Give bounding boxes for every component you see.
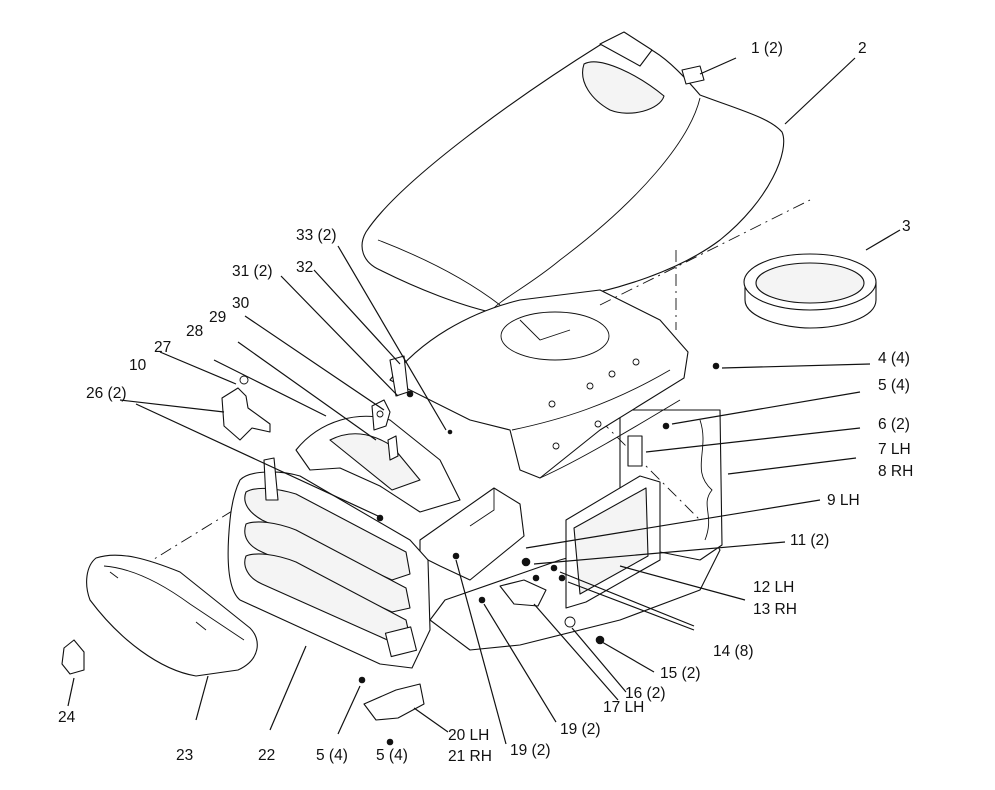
part-22-grille	[227, 457, 431, 669]
callout-14: 14 (8)	[713, 643, 754, 660]
callout-5: 5 (4)	[878, 377, 910, 394]
callout-24: 24	[58, 709, 76, 726]
callout-11: 11 (2)	[790, 532, 829, 549]
callout-12: 12 LH	[753, 579, 794, 596]
callout-8: 8 RH	[878, 463, 913, 480]
callout-26: 26 (2)	[86, 385, 127, 402]
callout-16: 16 (2)	[625, 685, 666, 702]
part-32-hood-frame	[389, 199, 811, 479]
callout-30: 30	[232, 295, 250, 312]
callout-23: 23	[176, 747, 193, 764]
hardware-fasteners	[358, 362, 720, 746]
callout-21: 21 RH	[448, 748, 492, 765]
callout-31: 31 (2)	[232, 263, 273, 280]
callout-1: 1 (2)	[751, 40, 783, 57]
part-24-decal	[61, 639, 85, 675]
callout-32: 32	[296, 259, 313, 276]
callout-2: 2	[858, 40, 867, 57]
callout-labels: 1 (2) 2 3 4 (4) 5 (4) 6 (2) 7 LH 8 RH 9 …	[58, 40, 913, 765]
callout-6: 6 (2)	[878, 416, 910, 433]
callout-13: 13 RH	[753, 601, 797, 618]
part-20-21-bracket	[363, 683, 425, 721]
callout-33: 33 (2)	[296, 227, 337, 244]
callout-17: 17 LH	[603, 699, 644, 716]
callout-9: 9 LH	[827, 492, 860, 509]
part-10-27-bracket	[221, 375, 271, 441]
callout-4: 4 (4)	[878, 350, 910, 367]
leader-lines	[67, 57, 901, 745]
part-1-hood-bumper	[681, 65, 705, 85]
callout-5c: 5 (4)	[376, 747, 408, 764]
callout-15: 15 (2)	[660, 665, 701, 682]
part-3-ring	[743, 253, 877, 329]
callout-3: 3	[902, 218, 911, 235]
callout-5b: 5 (4)	[316, 747, 348, 764]
callout-28: 28	[186, 323, 203, 340]
callout-22: 22	[258, 747, 275, 764]
part-30-31-latch	[371, 355, 409, 461]
callout-29: 29	[209, 309, 226, 326]
callout-20: 20 LH	[448, 727, 489, 744]
part-6-block	[627, 435, 643, 467]
part-17-bracket	[499, 579, 547, 607]
callout-7: 7 LH	[878, 441, 911, 458]
part-2-hood	[361, 31, 785, 316]
callout-19b: 19 (2)	[510, 742, 551, 759]
callout-27: 27	[154, 339, 171, 356]
callout-10: 10	[129, 357, 147, 374]
callout-19a: 19 (2)	[560, 721, 601, 738]
part-23-bumper	[86, 554, 258, 677]
part-7-8-side-bracket	[565, 475, 661, 609]
